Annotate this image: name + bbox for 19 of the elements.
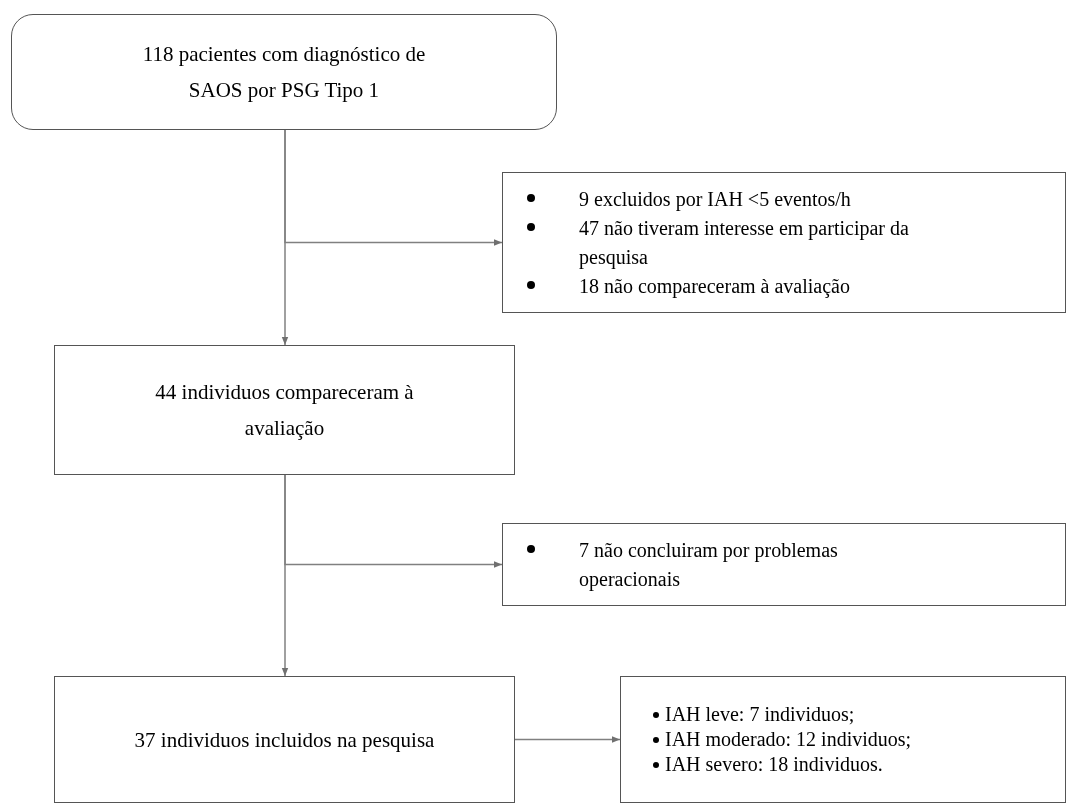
list-item-text: 47 não tiveram interesse em participar da pesquisa [579,215,909,271]
process-box [54,345,515,475]
arrow [514,736,621,743]
result-box [620,676,1066,803]
arrow [284,474,503,568]
start-box [11,14,557,130]
exclusion-box [502,523,1066,606]
box-text: 44 individuos compareceram à avaliação [154,379,415,442]
list-item-text: IAH moderado: 12 individuos; [665,727,912,752]
box-text: 37 individuos incluidos na pesquisa [134,726,435,754]
list-item-text: 9 excluidos por IAH <5 eventos/h [579,186,851,213]
arrow [284,129,503,246]
list-item-text: 18 não compareceram à avaliação [579,273,850,300]
process-box [54,676,515,803]
exclusion-box [502,172,1066,313]
box-text: 118 pacientes com diagnóstico de SAOS por PSG Tipo 1 [141,41,427,104]
list-item-text: IAH leve: 7 individuos; [665,702,855,727]
list-item-text: 7 não concluiram por problemas operacionais [579,537,839,593]
list-item-text: IAH severo: 18 individuos. [665,752,883,777]
